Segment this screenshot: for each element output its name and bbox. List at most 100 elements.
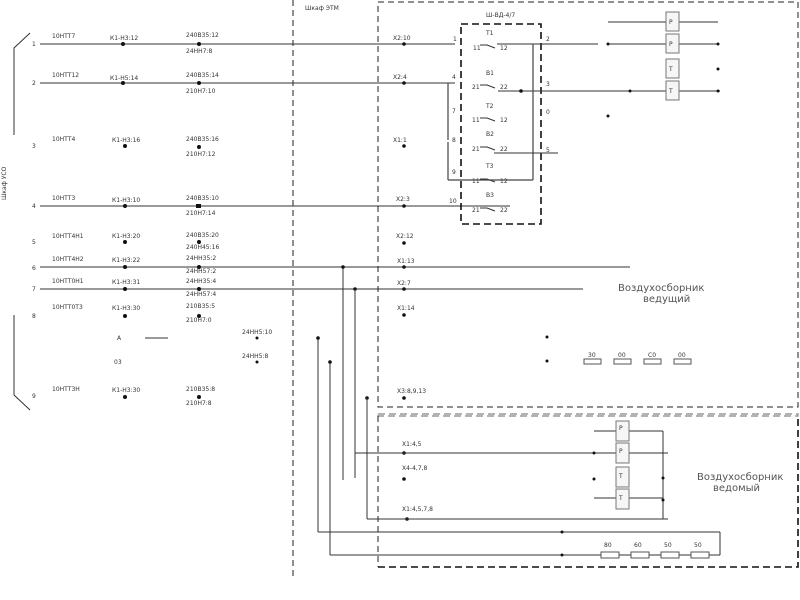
junction: [121, 42, 125, 46]
junction: [197, 42, 201, 46]
row-point: К1-Н3:22: [112, 257, 140, 264]
resistor-label: 30: [588, 352, 596, 359]
row-lower-terminal: 210Н7:8: [186, 400, 212, 407]
relay-label: Т: [668, 66, 673, 73]
junction: [123, 314, 127, 318]
junction: [123, 395, 127, 399]
terminal-label: Х4-4,7,8: [402, 465, 428, 472]
contact-pin: 22: [500, 207, 508, 214]
junction: [197, 240, 201, 244]
junction: [123, 265, 127, 269]
lower-panel-title: Воздухосборник: [697, 472, 783, 483]
row-6: 6 10НТТ4Н2 К1-Н3:22 24НН35:2 24НН57:2: [32, 255, 630, 275]
resistor-label: 00: [678, 352, 686, 359]
junction: [402, 265, 406, 269]
resistor-label: C0: [648, 352, 656, 359]
contact-pin: 21: [472, 146, 480, 153]
row-upper-terminal: 240В35:20: [186, 232, 219, 239]
row-lower-terminal: 210Н7:10: [186, 88, 216, 95]
row-number: 6: [32, 265, 36, 272]
relay-label: Р: [619, 425, 623, 432]
contact-pin: 11: [472, 178, 480, 185]
contact-pin: 12: [500, 178, 508, 185]
junction: [123, 240, 127, 244]
junction: [123, 204, 127, 208]
row-lower-terminal: 24НН57:2: [186, 268, 216, 275]
contact-pin: 11: [473, 45, 481, 52]
junction: [628, 89, 632, 93]
junction: [592, 477, 596, 481]
contact-b2: В2 21 22: [472, 131, 508, 153]
row-point: К1-Н3:30: [112, 387, 140, 394]
contact-pin: 21: [472, 207, 480, 214]
row-tag: 10НТТ0Т3: [52, 304, 83, 311]
pin-label: 10: [449, 198, 457, 205]
row-point: К1-Н3:16: [112, 137, 140, 144]
contact-pin: 21: [472, 84, 480, 91]
row-3: 3 10НТТ4 К1-Н3:16 240В35:16 210Н7:12: [32, 136, 219, 158]
resistor-label: 00: [618, 352, 626, 359]
junction: [402, 144, 406, 148]
junction: [197, 314, 201, 318]
junction: [592, 451, 596, 455]
row-9: 9 10НТТ3Н К1-Н3:30 210В35:8 210Н7:8: [32, 386, 215, 407]
switch-block-frame: [460, 23, 542, 225]
left-rows: 1 10НТТ7 К1-Н3:12 240В35:12 24НН7:8 2 10…: [32, 32, 630, 407]
row-tag: 10НТТ3: [52, 195, 75, 202]
row-tag: 10НТТ4: [52, 136, 75, 143]
row-tag: 10НТТ4Н2: [52, 256, 84, 263]
junction: [402, 241, 406, 245]
relay-t2: Т: [615, 488, 630, 510]
relay-label: Т: [618, 473, 623, 480]
row-lower-terminal: 24НН57:4: [186, 291, 216, 298]
side-group-label: Шкаф УСО: [1, 166, 8, 200]
switch-contact: [480, 117, 496, 122]
terminal-label: Х3:8,9,13: [397, 388, 426, 395]
resistor: [660, 551, 680, 559]
junction: [560, 553, 564, 557]
junction: [121, 81, 125, 85]
junction: [123, 144, 127, 148]
lower-panel-subtitle: ведомый: [713, 483, 760, 494]
terminal-label: Х2:10: [393, 35, 411, 42]
row-number: 1: [32, 41, 36, 48]
switch-contact: [480, 44, 496, 49]
relay-box: [665, 33, 680, 54]
junction: [402, 477, 406, 481]
contact-t1: Т1 11 12: [473, 30, 508, 52]
resistor: [630, 551, 650, 559]
relay-box: [615, 488, 630, 510]
junction: [560, 530, 564, 534]
terminal-label: Х1:14: [397, 305, 415, 312]
relay-p2: Р: [665, 33, 680, 54]
contact-pin: 12: [500, 117, 508, 124]
row-lower-terminal: 240Н45:16: [186, 244, 219, 251]
contact-name: В2: [486, 131, 494, 138]
junction: [545, 335, 549, 339]
relay-label: Т: [668, 88, 673, 95]
contact-b3: В3 21 22: [472, 192, 508, 214]
relay-box: [615, 466, 630, 488]
contact-pin: 22: [500, 146, 508, 153]
row8-label-b: 03: [114, 359, 122, 366]
junction: [606, 114, 610, 118]
relay-label: Р: [669, 41, 673, 48]
relay-p1: Р: [665, 11, 680, 32]
row-number: 9: [32, 393, 36, 400]
row-tag: 10НТТ7: [52, 33, 75, 40]
resistor-label: 50: [694, 542, 702, 549]
upper-panel-frame: [377, 1, 799, 408]
terminal-label: Х2:7: [397, 280, 411, 287]
row-8: 8 10НТТ0Т3 К1-Н3:30 210В35:5 210Н7:0 А 0…: [32, 303, 272, 366]
row-upper-terminal: 24НН35:4: [186, 278, 216, 285]
junction: [716, 42, 720, 46]
junction: [402, 204, 406, 208]
row-upper-terminal: 210В35:8: [186, 386, 215, 393]
terminal-label: Х1:4,5,7,8: [402, 506, 433, 513]
row-point: К1-Н3:20: [112, 233, 140, 240]
resistor-label: 50: [664, 542, 672, 549]
relay-box: [665, 58, 680, 79]
pin-label: 4: [452, 74, 456, 81]
row-number: 7: [32, 286, 36, 293]
lower-panel-frame: [378, 416, 799, 568]
